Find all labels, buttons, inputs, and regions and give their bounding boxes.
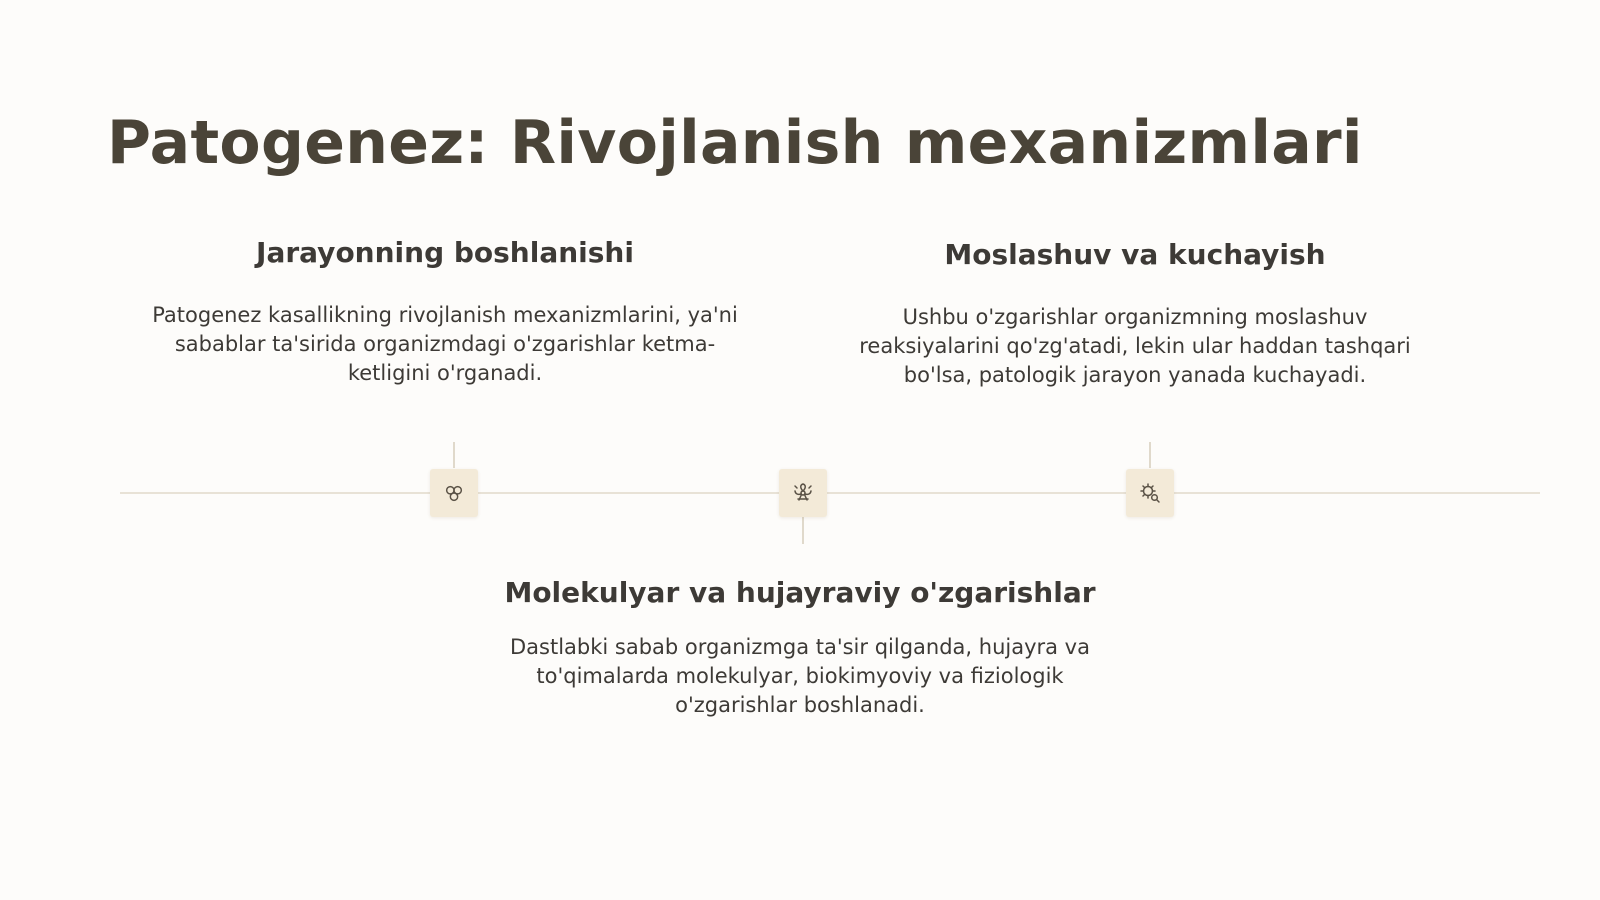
timeline-line — [120, 492, 1540, 494]
step-3-text-line-3: bo'lsa, patologik jarayon yanada kuchaya… — [903, 363, 1367, 387]
step-3-text: Ushbu o'zgarishlar organizmning moslashu… — [835, 303, 1435, 390]
step-1-text-line-1: Patogenez kasallikning rivojlanish mexan… — [152, 303, 738, 327]
step-3-heading: Moslashuv va kuchayish — [944, 238, 1326, 271]
molecule-icon — [445, 485, 463, 502]
timeline-connector-2 — [802, 516, 804, 544]
timeline-marker-1 — [430, 469, 478, 517]
step-3-text-line-1: Ushbu o'zgarishlar organizmning moslashu… — [902, 305, 1368, 329]
timeline-step-2: Molekulyar va hujayraviy o'zgarishlar Da… — [470, 576, 1130, 720]
step-1-heading: Jarayonning boshlanishi — [256, 236, 634, 269]
page-title: Patogenez: Rivojlanish mexanizmlari — [107, 108, 1363, 178]
step-2-heading: Molekulyar va hujayraviy o'zgarishlar — [504, 576, 1096, 609]
timeline-connector-1 — [453, 442, 455, 468]
step-1-text: Patogenez kasallikning rivojlanish mexan… — [120, 301, 770, 388]
timeline-step-3: Moslashuv va kuchayish Ushbu o'zgarishla… — [835, 238, 1435, 390]
timeline-marker-3 — [1126, 469, 1174, 517]
timeline-connector-3 — [1149, 442, 1151, 468]
step-1-text-line-3: ketligini o'rganadi. — [347, 361, 543, 385]
step-2-text-line-1: Dastlabki sabab organizmga ta'sir qilgan… — [510, 635, 1090, 659]
step-2-text: Dastlabki sabab organizmga ta'sir qilgan… — [470, 633, 1130, 720]
step-1-text-line-2: sabablar ta'sirida organizmdagi o'zgaris… — [174, 332, 716, 356]
step-2-text-line-2: to'qimalarda molekulyar, biokimyoviy va … — [536, 664, 1064, 688]
biohazard-icon — [794, 483, 812, 501]
virus-search-icon — [1140, 483, 1160, 503]
timeline-marker-2 — [779, 469, 827, 517]
timeline-step-1: Jarayonning boshlanishi Patogenez kasall… — [120, 236, 770, 388]
step-2-text-line-3: o'zgarishlar boshlanadi. — [675, 693, 925, 717]
step-3-text-line-2: reaksiyalarini qo'zg'atadi, lekin ular h… — [859, 334, 1411, 358]
